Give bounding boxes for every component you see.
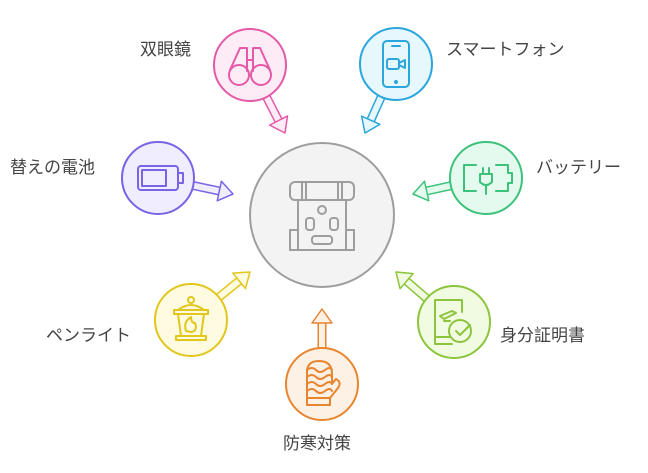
node-id-phone: [395, 271, 491, 359]
arrow-head-icon: [268, 115, 289, 134]
arrow-head-icon: [311, 308, 333, 324]
label-smartphone: スマートフォン: [446, 40, 565, 60]
binoculars-icon: [228, 47, 272, 86]
node-circle: [359, 27, 433, 101]
id-phone-icon: [434, 299, 472, 345]
node-smartphone: [359, 27, 433, 134]
battery-icon: [137, 165, 184, 191]
smartphone-icon: [382, 40, 410, 88]
arrow-head-icon: [232, 271, 251, 290]
node-binoculars: [213, 28, 289, 134]
label-id-card: 身分証明書: [500, 326, 585, 346]
node-circle: [285, 347, 359, 421]
arrow-head-icon: [360, 115, 381, 134]
node-mitten: [285, 308, 359, 421]
label-penlight: ペンライト: [46, 326, 131, 346]
backpack-icon: [289, 181, 355, 251]
arrow-head-icon: [216, 180, 234, 202]
lantern-icon: [173, 296, 209, 341]
mitten-icon: [306, 360, 341, 406]
node-lantern: [154, 271, 251, 357]
label-cold-protection: 防寒対策: [283, 434, 351, 454]
node-circle: [121, 141, 195, 215]
label-binoculars: 双眼鏡: [140, 40, 191, 60]
power-bank-icon: [463, 164, 513, 195]
node-circle: [213, 28, 287, 102]
label-power-bank: バッテリー: [536, 158, 621, 178]
arrow-head-icon: [412, 180, 430, 202]
arrow-head-icon: [395, 271, 414, 290]
label-spare-batteries: 替えの電池: [10, 158, 95, 178]
node-battery: [121, 141, 234, 215]
node-power-bank: [412, 141, 523, 215]
node-circle: [449, 141, 523, 215]
